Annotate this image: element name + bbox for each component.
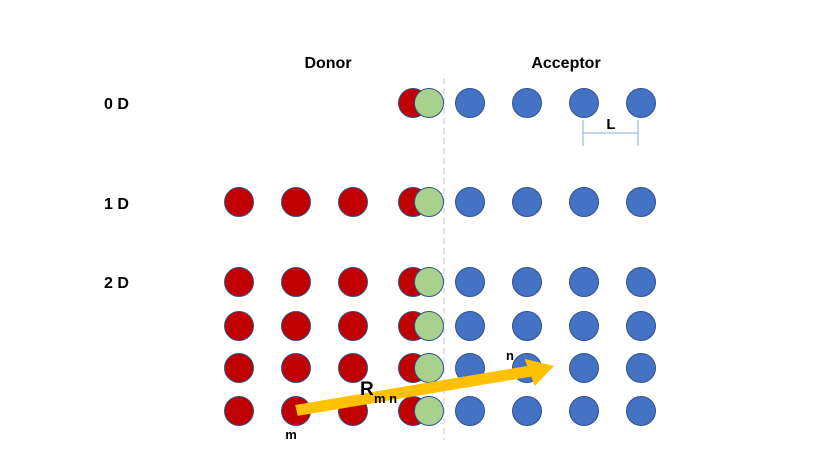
interface-site-2d-2 (414, 311, 444, 341)
donor-site-1d-3 (338, 187, 368, 217)
donor-site-2d-1-3 (338, 267, 368, 297)
acceptor-site-1d-3 (569, 187, 599, 217)
arrow-shaft (295, 365, 532, 416)
acceptor-site-1d-2 (512, 187, 542, 217)
donor-site-1d-2 (281, 187, 311, 217)
acceptor-site-2d-3-3 (569, 353, 599, 383)
donor-site-2d-1-2 (281, 267, 311, 297)
spacing-label: L (606, 116, 615, 133)
interface-site-0d (414, 88, 444, 118)
donor-site-2d-4-1 (224, 396, 254, 426)
interface-site-2d-3 (414, 353, 444, 383)
interface-site-2d-4 (414, 396, 444, 426)
donor-site-2d-3-1 (224, 353, 254, 383)
acceptor-site-0d-1 (455, 88, 485, 118)
acceptor-site-2d-4-2 (512, 396, 542, 426)
donor-site-2d-2-3 (338, 311, 368, 341)
acceptor-site-2d-2-3 (569, 311, 599, 341)
interface-site-2d-1 (414, 267, 444, 297)
acceptor-site-2d-2-2 (512, 311, 542, 341)
acceptor-site-2d-1-4 (626, 267, 656, 297)
acceptor-site-2d-4-3 (569, 396, 599, 426)
site-n-label: n (506, 348, 514, 363)
arrow-head (524, 358, 554, 386)
acceptor-site-2d-3-4 (626, 353, 656, 383)
donor-site-2d-3-2 (281, 353, 311, 383)
lattice-spacing-marker (582, 120, 639, 146)
vector-R-label: R (360, 379, 374, 400)
acceptor-site-1d-4 (626, 187, 656, 217)
rmn-vector-arrow (295, 358, 554, 416)
acceptor-site-2d-1-2 (512, 267, 542, 297)
donor-site-2d-2-1 (224, 311, 254, 341)
acceptor-site-2d-2-1 (455, 311, 485, 341)
acceptor-site-2d-4-4 (626, 396, 656, 426)
acceptor-site-2d-1-1 (455, 267, 485, 297)
donor-site-2d-1-1 (224, 267, 254, 297)
lattice-spheres (224, 88, 656, 426)
row-label-2d: 2 D (104, 275, 129, 292)
acceptor-site-0d-4 (626, 88, 656, 118)
donor-site-2d-3-3 (338, 353, 368, 383)
acceptor-site-0d-3 (569, 88, 599, 118)
acceptor-site-2d-1-3 (569, 267, 599, 297)
acceptor-site-1d-1 (455, 187, 485, 217)
row-label-1d: 1 D (104, 196, 129, 213)
donor-header: Donor (304, 55, 351, 72)
donor-site-1d-1 (224, 187, 254, 217)
donor-site-2d-2-2 (281, 311, 311, 341)
interface-site-1d (414, 187, 444, 217)
acceptor-header: Acceptor (531, 55, 600, 72)
site-m-label: m (285, 427, 297, 442)
acceptor-site-2d-2-4 (626, 311, 656, 341)
acceptor-site-2d-4-1 (455, 396, 485, 426)
acceptor-site-0d-2 (512, 88, 542, 118)
vector-subscript-label: m n (374, 391, 397, 406)
row-label-0d: 0 D (104, 96, 129, 113)
